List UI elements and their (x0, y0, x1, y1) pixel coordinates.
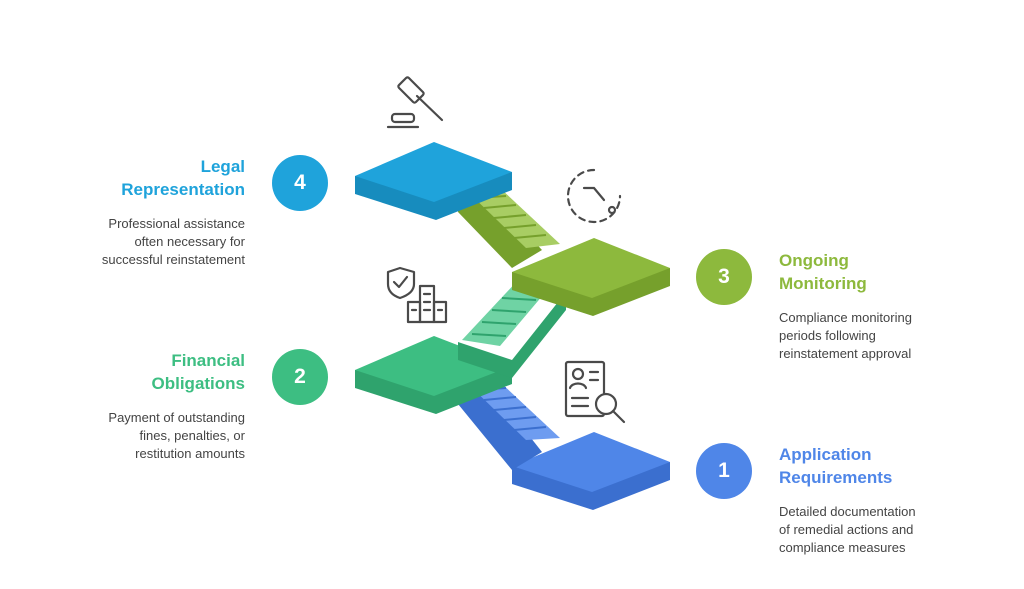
step-1-description: Detailed documentation of remedial actio… (779, 503, 916, 557)
step-4-description: Professional assistance often necessary … (102, 215, 245, 269)
step-3-description: Compliance monitoring periods following … (779, 309, 912, 363)
step-4-description-line-1: Professional assistance (108, 216, 245, 231)
platform-4 (355, 142, 512, 220)
step-3-description-line-2: periods following (779, 328, 876, 343)
step-1-title-line-2: Requirements (779, 468, 893, 487)
shield-building-icon (386, 266, 448, 324)
step-4-description-line-3: successful reinstatement (101, 252, 245, 267)
step-3-description-line-1: Compliance monitoring (779, 310, 912, 325)
step-2-title-line-2: Obligations (151, 374, 246, 393)
step-3-number-badge: 3 (696, 249, 752, 305)
step-2-description-line-1: Payment of outstanding (108, 410, 245, 425)
step-1-description-line-1: Detailed documentation (779, 504, 916, 519)
platform-3 (512, 238, 670, 316)
step-1-title: Application Requirements (779, 443, 892, 489)
step-4-number-badge: 4 (272, 155, 328, 211)
step-4-title-line-2: Representation (121, 180, 245, 199)
step-3-description-line-3: reinstatement approval (779, 346, 912, 361)
step-2-description-line-3: restitution amounts (135, 446, 245, 461)
step-1-number-badge: 1 (696, 443, 752, 499)
step-2-description: Payment of outstanding fines, penalties,… (108, 409, 245, 463)
step-3-title-line-1: Ongoing (779, 251, 849, 270)
stairs-3-4 (458, 188, 560, 268)
step-3-title-line-2: Monitoring (779, 274, 867, 293)
step-2-number-badge: 2 (272, 349, 328, 405)
step-1-description-line-2: of remedial actions and (779, 522, 914, 537)
step-1-title-line-1: Application (779, 445, 872, 464)
step-4-title: Legal Representation (121, 155, 245, 201)
step-4-title-line-1: Legal (200, 157, 245, 176)
step-1-description-line-3: compliance measures (779, 540, 906, 555)
platform-1 (512, 432, 670, 510)
step-4-description-line-2: often necessary for (134, 234, 245, 249)
gavel-icon (386, 76, 444, 129)
step-3-title: Ongoing Monitoring (779, 249, 867, 295)
document-search-icon (564, 360, 626, 424)
stairs-1-2 (458, 382, 560, 470)
clock-icon (566, 168, 622, 224)
step-2-title: Financial Obligations (152, 349, 246, 395)
step-2-title-line-1: Financial (171, 351, 245, 370)
step-2-description-line-2: fines, penalties, or (139, 428, 245, 443)
